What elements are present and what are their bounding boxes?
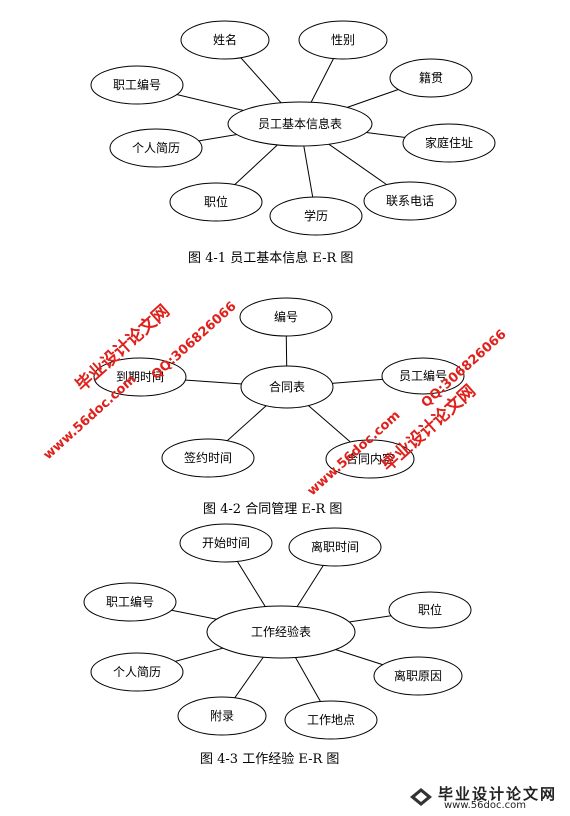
attribute-label: 签约时间 <box>184 450 232 465</box>
attribute-label: 职工编号 <box>113 77 161 92</box>
attribute-label: 职工编号 <box>106 594 154 609</box>
attribute-label: 离职原因 <box>394 668 442 683</box>
attribute-ellipse <box>288 527 382 567</box>
attribute-label: 籍贯 <box>419 70 443 85</box>
figure-caption: 图 4-3 工作经验 E-R 图 <box>200 751 339 767</box>
attribute-label: 姓名 <box>213 32 237 47</box>
attribute-ellipse <box>284 700 378 740</box>
attribute-ellipse <box>402 123 496 163</box>
attribute-ellipse <box>389 58 473 98</box>
attribute-ellipse <box>93 357 187 397</box>
attribute-ellipse <box>179 523 273 563</box>
figure-caption: 图 4-2 合同管理 E-R 图 <box>203 502 342 517</box>
site-logo: 毕业设计论文网 www.56doc.com <box>404 782 564 812</box>
attribute-label: 开始时间 <box>202 536 250 550</box>
attribute-label: 个人简历 <box>113 665 161 679</box>
logo-name: 毕业设计论文网 <box>438 785 558 803</box>
logo-url: www.56doc.com <box>444 800 527 811</box>
attribute-label: 职位 <box>204 194 228 209</box>
attribute-ellipse <box>239 297 333 337</box>
attribute-label: 到期时间 <box>116 370 164 384</box>
attribute-ellipse <box>373 656 463 696</box>
attribute-label: 工作地点 <box>307 713 355 727</box>
attribute-label: 员工编号 <box>399 368 447 383</box>
figure-caption: 图 4-1 员工基本信息 E-R 图 <box>188 250 353 266</box>
attribute-ellipse <box>325 439 415 479</box>
attribute-ellipse <box>161 438 255 478</box>
entity-ellipse <box>227 101 373 147</box>
attribute-label: 学历 <box>304 208 328 223</box>
attribute-label: 家庭住址 <box>425 135 473 150</box>
attribute-label: 离职时间 <box>311 539 359 554</box>
entity-label: 合同表 <box>269 379 305 394</box>
attribute-ellipse <box>298 20 388 60</box>
entity-ellipse <box>206 605 356 659</box>
attribute-ellipse <box>109 128 203 168</box>
attribute-ellipse <box>363 181 457 221</box>
attribute-ellipse <box>83 582 177 622</box>
attribute-ellipse <box>269 196 363 236</box>
logo-icon <box>410 788 432 806</box>
attribute-ellipse <box>90 65 184 105</box>
attribute-label: 附录 <box>210 709 234 723</box>
attribute-label: 联系电话 <box>386 194 434 208</box>
attribute-label: 编号 <box>274 309 298 324</box>
attribute-label: 个人简历 <box>132 141 180 155</box>
attribute-ellipse <box>169 182 263 222</box>
entity-ellipse <box>240 365 334 409</box>
attribute-ellipse <box>177 696 267 736</box>
attribute-label: 合同内容 <box>346 451 394 466</box>
entity-label: 工作经验表 <box>251 624 311 639</box>
attribute-ellipse <box>388 591 472 629</box>
entity-label: 员工基本信息表 <box>258 116 342 131</box>
attribute-label: 职位 <box>418 602 442 617</box>
attribute-label: 性别 <box>331 33 355 47</box>
attribute-ellipse <box>381 357 465 395</box>
attribute-ellipse <box>90 652 184 692</box>
attribute-ellipse <box>180 20 270 60</box>
